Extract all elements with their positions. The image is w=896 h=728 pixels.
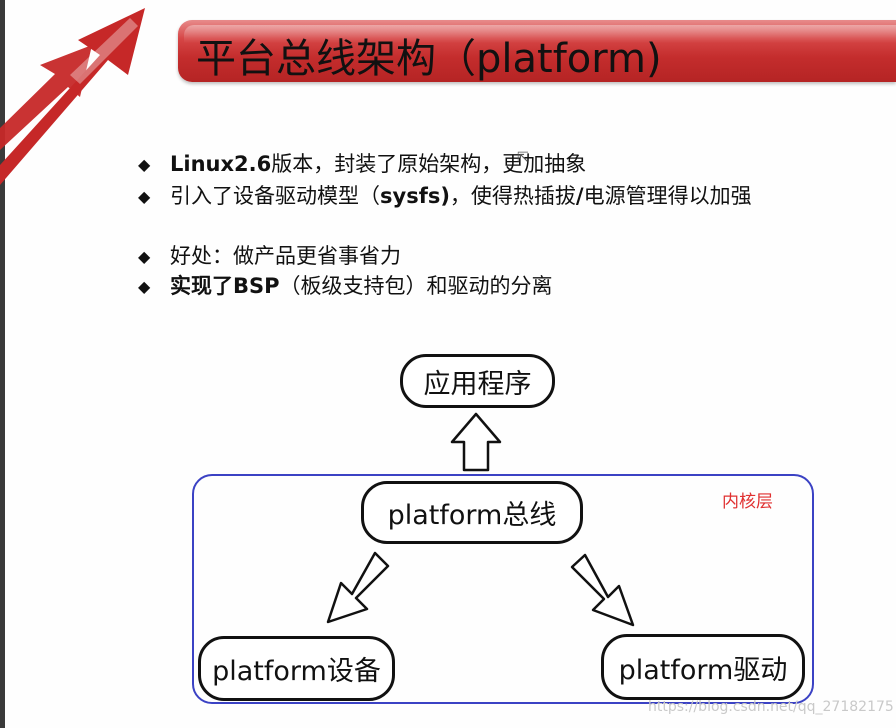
bus-node-label: platform总线 [387,500,557,531]
bullet-strong: 实现了BSP [170,274,280,298]
driver-node-label: platform驱动 [618,654,788,686]
slide-title: 平台总线架构（platform) [196,36,662,82]
bullet-text: 版本，封装了原始架构，更加抽象 [271,152,587,176]
bullet-item: ◆ 实现了BSP（板级支持包）和驱动的分离 [138,272,553,301]
bullet-text: 引入了设备驱动模型（sysfs)，使得热插拔/电源管理得以加强 [170,184,752,208]
mouse-cursor-icon: ⇱ [517,150,529,166]
down-right-arrow-icon [570,553,635,627]
kernel-layer-label: 内核层 [722,492,773,512]
slide-left-edge [0,0,5,728]
bus-node: platform总线 [361,481,583,544]
diamond-bullet-icon: ◆ [138,187,151,206]
device-node: platform设备 [198,636,395,701]
watermark: https://blog.csdn.net/qq_27182175 [648,699,894,715]
up-arrow-icon [450,412,502,472]
diamond-bullet-icon: ◆ [138,277,151,296]
bullet-item: ◆ Linux2.6版本，封装了原始架构，更加抽象 [138,150,586,179]
app-node-label: 应用程序 [423,368,532,400]
bullet-item: ◆ 引入了设备驱动模型（sysfs)，使得热插拔/电源管理得以加强 [138,182,752,211]
driver-node: platform驱动 [601,634,805,700]
bullet-item: ◆ 好处：做产品更省事省力 [138,242,401,271]
bullet-strong: Linux2.6 [170,152,272,176]
device-node-label: platform设备 [212,656,381,687]
diamond-bullet-icon: ◆ [138,155,151,174]
arrow-logo-icon [0,8,145,185]
down-left-arrow-icon [326,551,390,624]
kernel-layer-frame [192,474,814,704]
bullet-text: （板级支持包）和驱动的分离 [279,274,553,298]
title-bar [178,20,896,82]
diamond-bullet-icon: ◆ [138,247,151,266]
bullet-text: 好处：做产品更省事省力 [170,244,401,268]
app-node: 应用程序 [400,354,555,408]
